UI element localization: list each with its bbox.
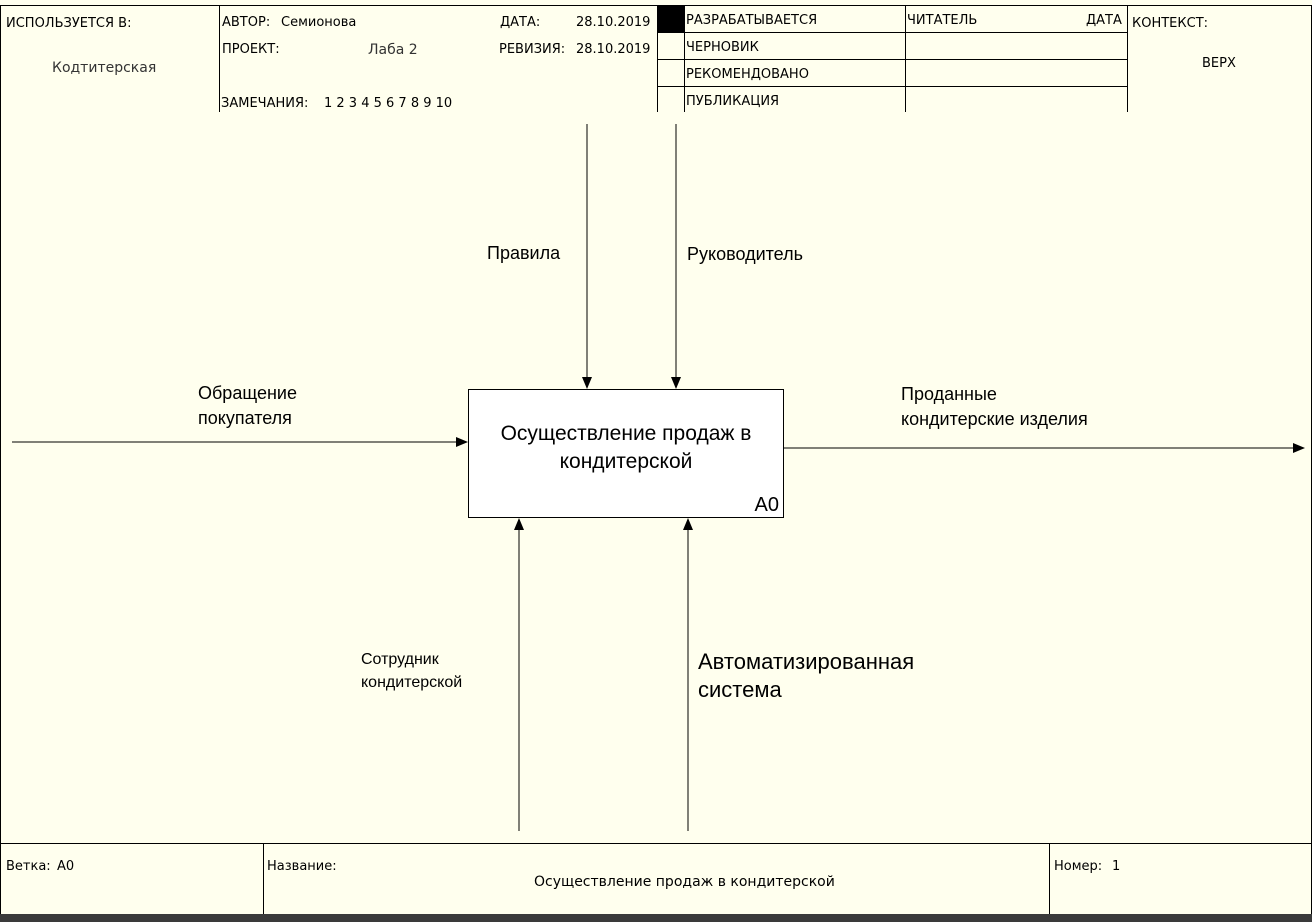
footer-number-cell: Номер: 1 xyxy=(1049,843,1312,915)
footer-node-cell: Ветка: A0 xyxy=(0,843,264,915)
number-value: 1 xyxy=(1112,859,1121,874)
header-used-in-cell: ИСПОЛЬЗУЕТСЯ В: Кодтитерская xyxy=(0,5,220,113)
status-mark-developing xyxy=(658,6,684,32)
label-customer-request[interactable]: Обращение покупателя xyxy=(198,383,297,428)
notes-value: 1 2 3 4 5 6 7 8 9 10 xyxy=(324,96,453,111)
bottom-scroll-edge xyxy=(0,914,1312,922)
reader-row-line-2 xyxy=(905,59,1128,60)
reader-row-line-3 xyxy=(905,86,1128,87)
status-recommended: РЕКОМЕНДОВАНО xyxy=(686,67,809,82)
status-row-line-2 xyxy=(657,59,906,60)
label-automated-system[interactable]: Автоматизированная система xyxy=(698,649,915,702)
reader-date-label: ДАТА xyxy=(1086,13,1122,28)
label-employee[interactable]: Сотрудник кондитерской xyxy=(361,651,463,691)
label-rules[interactable]: Правила xyxy=(487,243,561,263)
project-value: Лаба 2 xyxy=(368,42,418,58)
author-label: АВТОР: xyxy=(222,15,271,30)
notes-label: ЗАМЕЧАНИЯ: xyxy=(221,96,309,111)
title-label: Название: xyxy=(267,859,337,874)
reader-row-line-1 xyxy=(905,32,1128,33)
activity-box-a0[interactable]: Осуществление продаж в кондитерской A0 xyxy=(468,389,784,518)
status-publication: ПУБЛИКАЦИЯ xyxy=(686,94,780,109)
revision-label: РЕВИЗИЯ: xyxy=(499,42,566,57)
reader-label: ЧИТАТЕЛЬ xyxy=(907,13,978,28)
revision-value: 28.10.2019 xyxy=(576,42,651,57)
author-value: Семионова xyxy=(281,15,357,30)
node-value: A0 xyxy=(57,859,75,874)
status-developing: РАЗРАБАТЫВАЕТСЯ xyxy=(686,13,818,28)
activity-title: Осуществление продаж в кондитерской xyxy=(500,422,752,473)
label-sold-products[interactable]: Проданные кондитерские изделия xyxy=(901,384,1088,429)
used-in-label: ИСПОЛЬЗУЕТСЯ В: xyxy=(6,16,132,31)
footer-title-cell: Название: Осуществление продаж в кондите… xyxy=(263,843,1050,915)
number-label: Номер: xyxy=(1054,859,1103,874)
node-label: Ветка: xyxy=(6,859,51,874)
project-label: ПРОЕКТ: xyxy=(222,42,280,57)
status-row-line-3 xyxy=(657,86,906,87)
label-manager[interactable]: Руководитель xyxy=(687,244,803,264)
status-draft: ЧЕРНОВИК xyxy=(686,40,759,55)
title-value: Осуществление продаж в кондитерской xyxy=(534,874,835,890)
activity-id: A0 xyxy=(754,494,779,516)
context-cell: КОНТЕКСТ: ВЕРХ xyxy=(1127,5,1312,113)
date-value: 28.10.2019 xyxy=(576,15,651,30)
date-label: ДАТА: xyxy=(500,15,541,30)
context-value: ВЕРХ xyxy=(1202,56,1236,71)
status-row-line-1 xyxy=(657,32,906,33)
context-label: КОНТЕКСТ: xyxy=(1132,16,1209,31)
used-in-value: Кодтитерская xyxy=(52,60,157,76)
